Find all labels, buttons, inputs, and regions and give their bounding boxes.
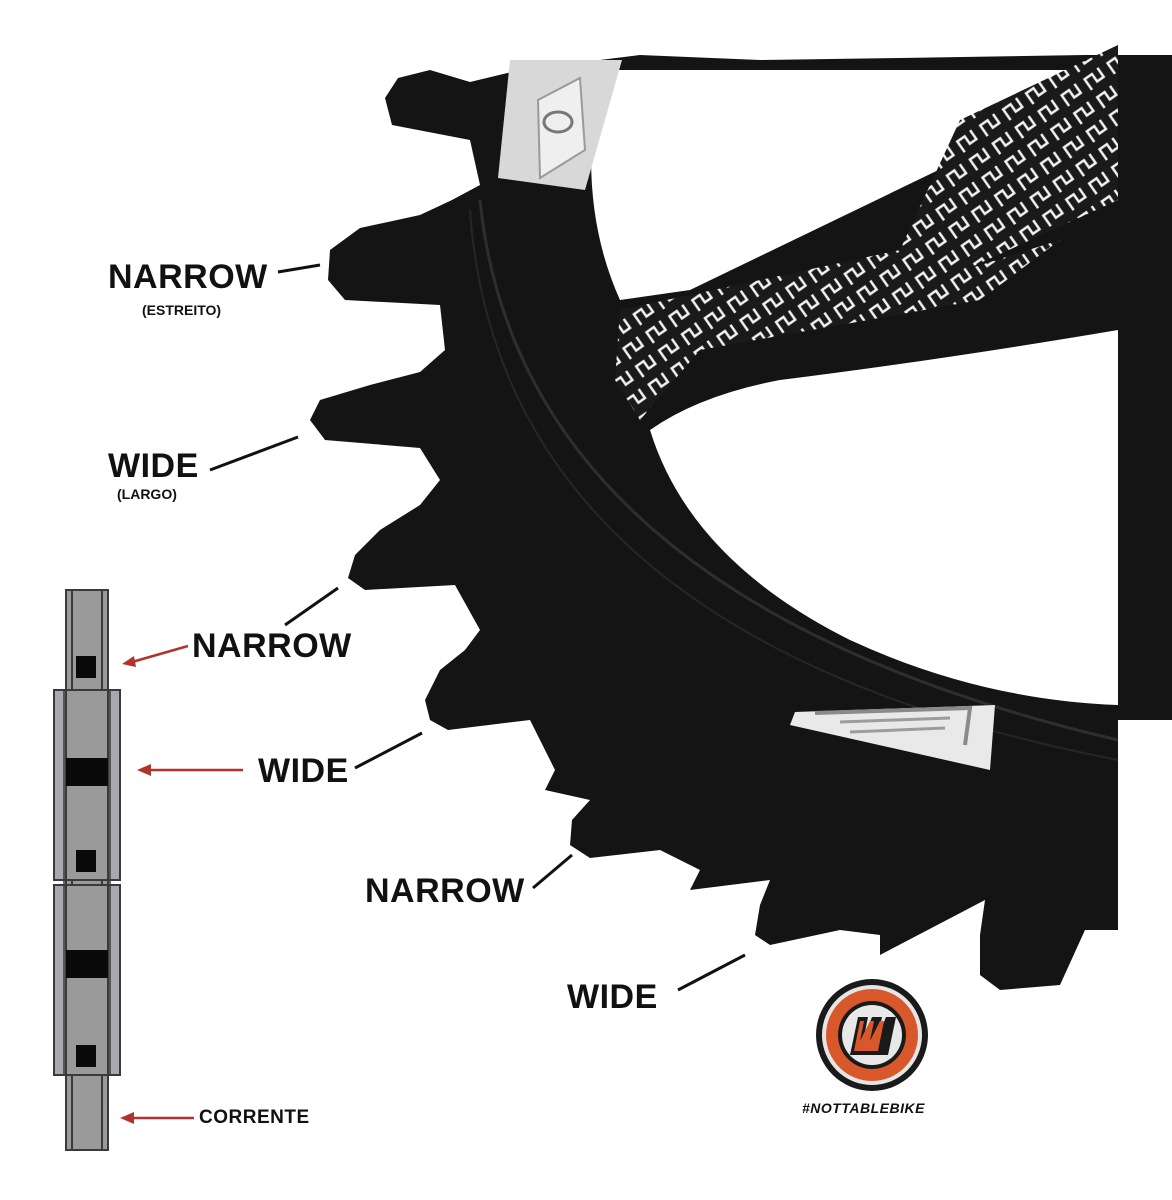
- ring-badge-top: [498, 60, 622, 190]
- label-wide-1: WIDE: [108, 447, 199, 485]
- spoke-upper: [900, 45, 1118, 270]
- arrow-wide-icon: [137, 764, 243, 776]
- label-narrow-3: NARROW: [365, 872, 525, 910]
- nottable-logo-icon: [816, 979, 928, 1091]
- arrow-chain-icon: [120, 1112, 194, 1124]
- label-narrow-1: NARROW: [108, 258, 268, 296]
- label-narrow-2: NARROW: [192, 627, 352, 665]
- brand-hashtag: #NOTTABLEBIKE: [802, 1100, 925, 1116]
- chain-diagram-icon: [53, 589, 121, 1151]
- arrow-narrow-icon: [122, 644, 189, 667]
- label-narrow-1-sub: (ESTREITO): [142, 302, 222, 318]
- label-wide-1-sub: (LARGO): [117, 486, 177, 502]
- spoke-lower: [615, 240, 1060, 420]
- label-chain: CORRENTE: [199, 1107, 310, 1128]
- ring-badge-bottom: [790, 705, 995, 770]
- label-wide-3: WIDE: [567, 978, 658, 1016]
- label-wide-2: WIDE: [258, 752, 349, 790]
